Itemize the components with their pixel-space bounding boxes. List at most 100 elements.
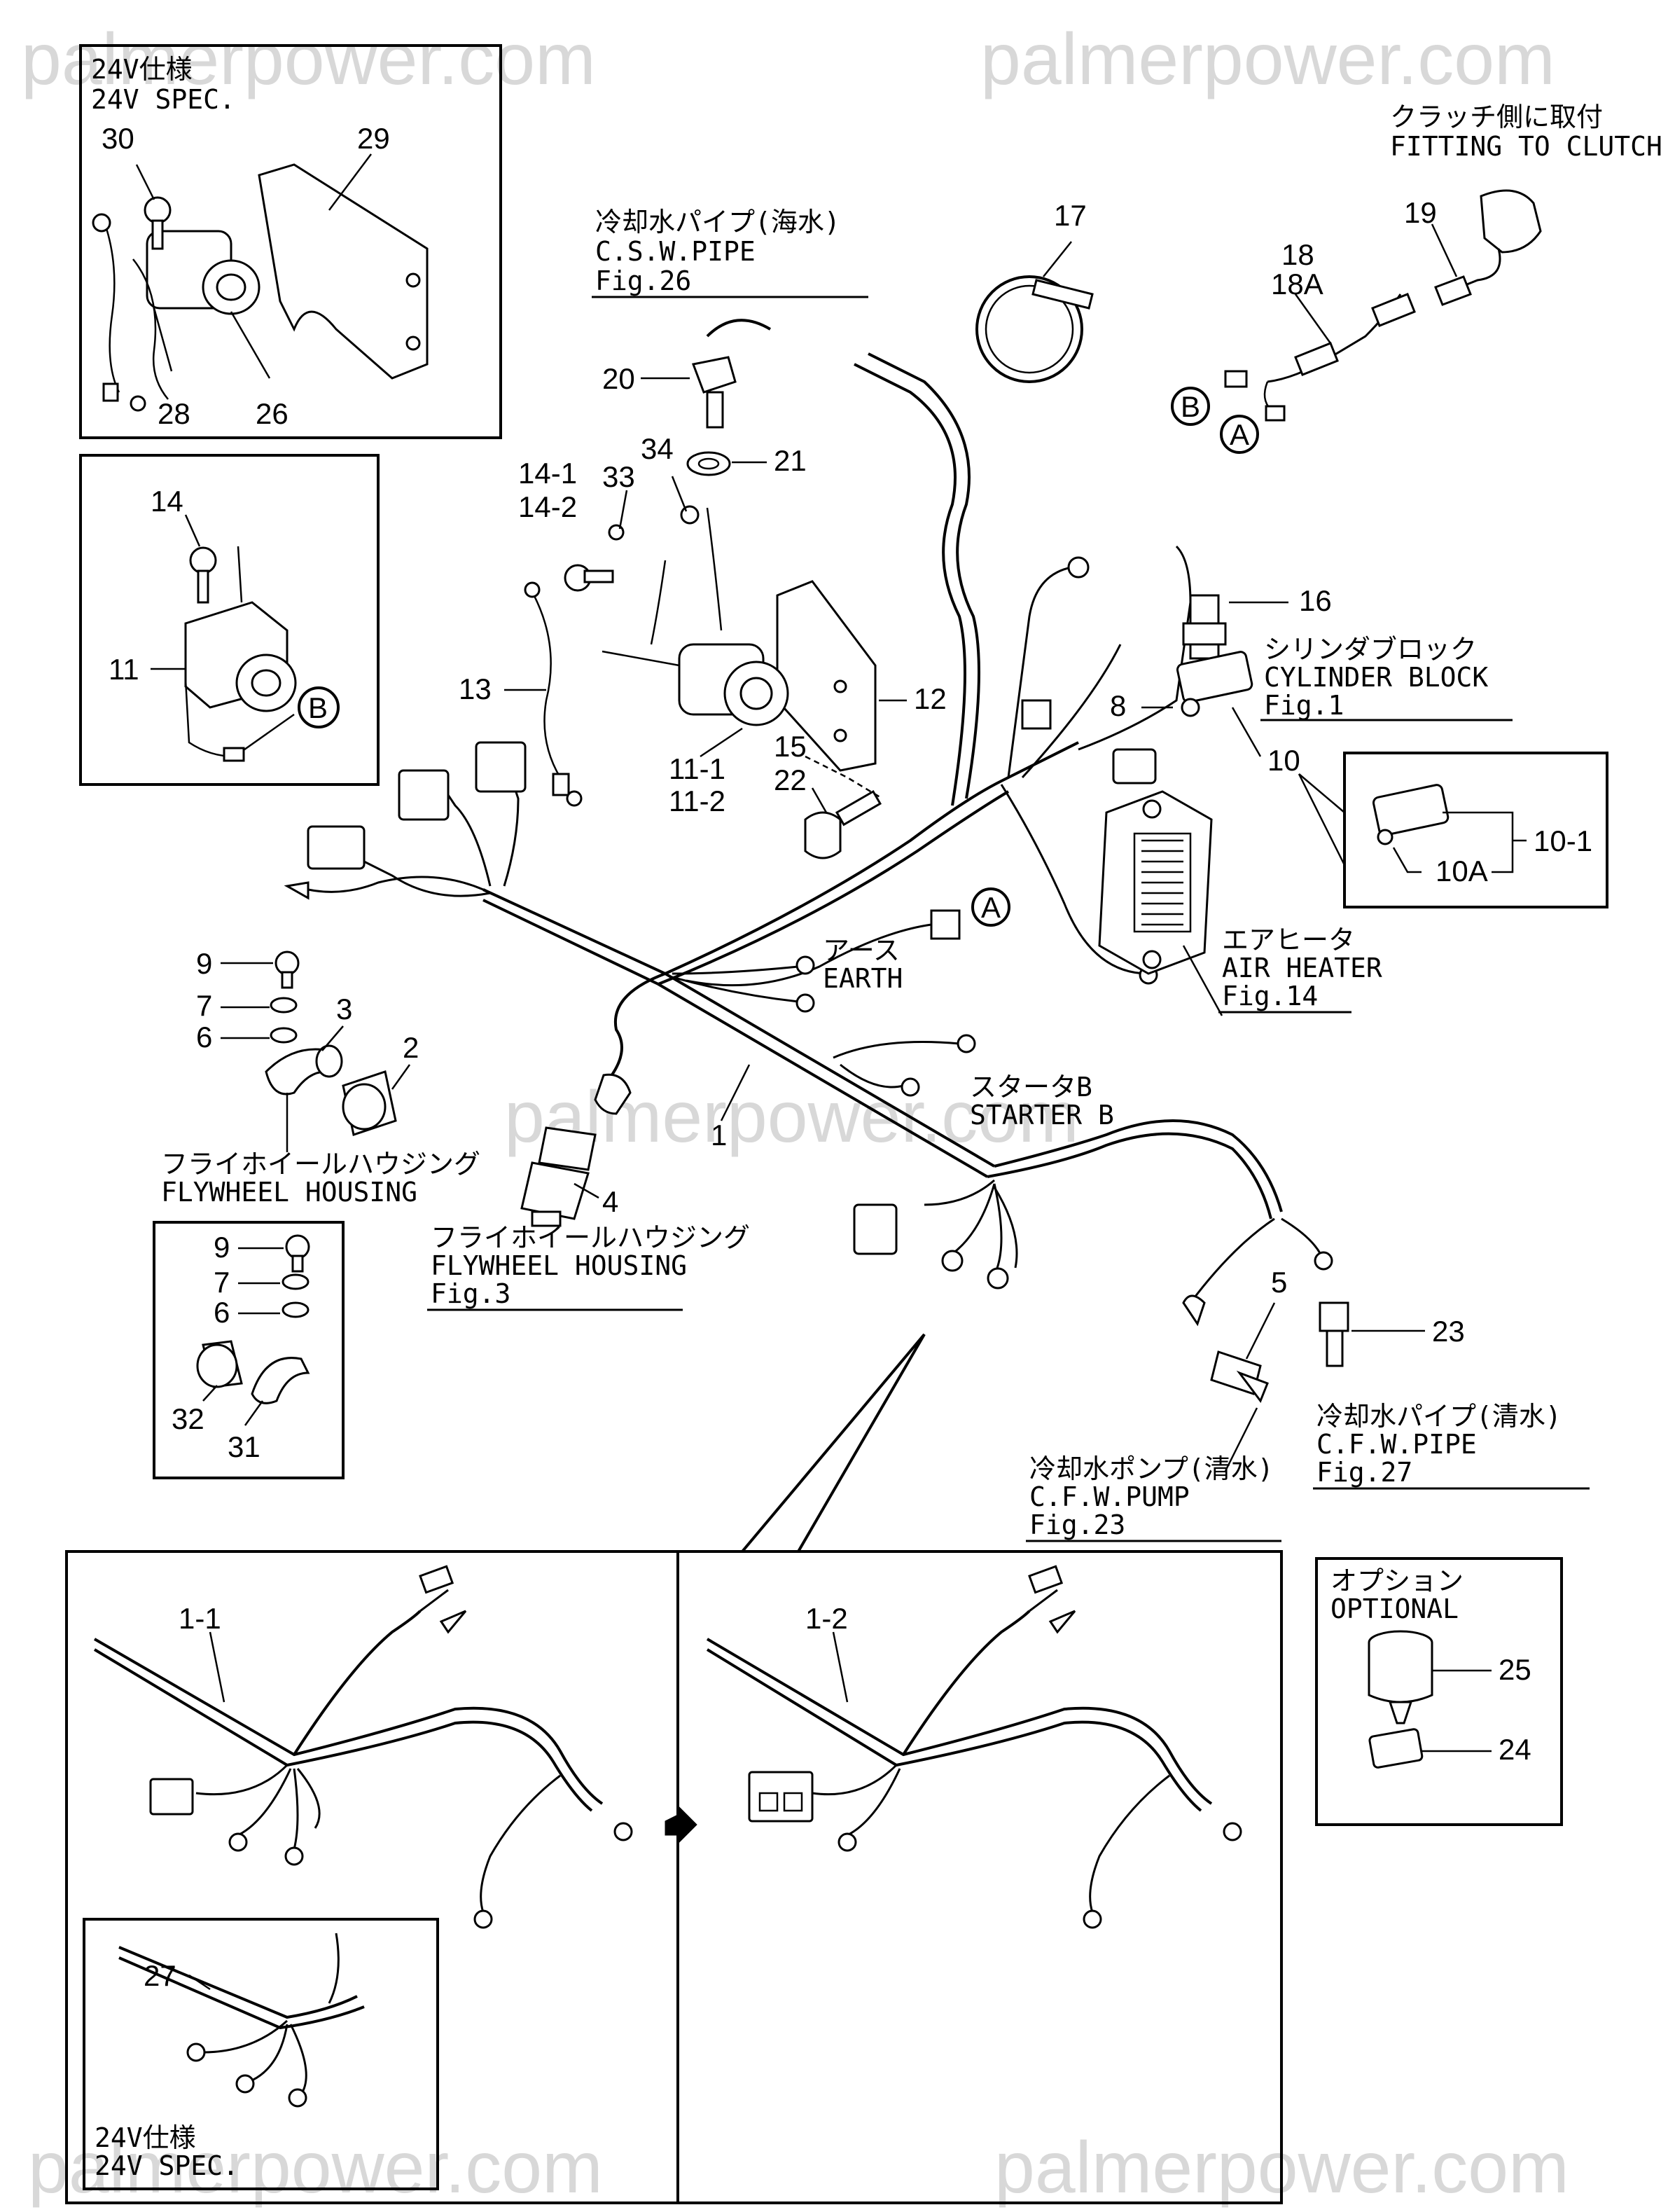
leader-14 — [184, 514, 201, 547]
clutch-en: FITTING TO CLUTCH — [1390, 131, 1662, 162]
inset-24v-title-en: 24V SPEC. — [91, 84, 235, 115]
leader-33 — [618, 490, 628, 530]
callout-7b: 7 — [214, 1266, 230, 1299]
callout-6: 6 — [196, 1021, 212, 1053]
inset-optional: オプション OPTIONAL 25 24 — [1315, 1557, 1563, 1826]
leader-10 — [1231, 707, 1262, 757]
earth-jp: アース — [823, 935, 900, 966]
callout-4: 4 — [602, 1185, 618, 1218]
flywheel-housing-en: FLYWHEEL HOUSING — [161, 1177, 417, 1208]
cfw-pipe-fig: Fig.27 — [1316, 1457, 1412, 1488]
csw-pipe-fig: Fig.26 — [595, 265, 691, 296]
leader-34 — [671, 476, 688, 512]
callout-24: 24 — [1499, 1733, 1531, 1766]
inset-clamp-31: 9 7 6 32 31 — [153, 1221, 345, 1479]
leader-5 — [1245, 1302, 1276, 1360]
leader-1 — [720, 1064, 751, 1121]
cfw-pump-fig: Fig.23 — [1029, 1509, 1125, 1540]
csw-pipe-label: 冷却水パイプ(海水) C.S.W.PIPE Fig.26 — [592, 207, 868, 298]
leader-32 — [202, 1385, 218, 1402]
callout-29: 29 — [357, 122, 390, 155]
callout-11: 11 — [109, 653, 139, 686]
marker-a-text: A — [1230, 418, 1249, 451]
callout-18a: 18A — [1271, 268, 1323, 300]
sensor-4: 4 フライホイールハウジング FLYWHEEL HOUSING Fig.3 — [427, 1073, 750, 1311]
leader-28 — [153, 307, 173, 372]
callout-26: 26 — [256, 397, 289, 430]
leader-27 — [188, 1974, 211, 1991]
callout-16: 16 — [1299, 584, 1332, 617]
starter-jp: スタータB — [970, 1072, 1092, 1102]
leader-11-1 — [700, 727, 743, 758]
leader-22 — [811, 787, 828, 813]
inset-24v-title-jp: 24V仕様 — [91, 54, 193, 85]
callout-31: 31 — [228, 1430, 260, 1463]
callout-6b: 6 — [214, 1296, 230, 1329]
clamp-17: 17 — [975, 199, 1094, 383]
air-heater-fig: Fig.14 — [1222, 981, 1318, 1011]
callout-1: 1 — [711, 1119, 727, 1152]
clutch-sensor-19: 19 18 18A B A — [1171, 189, 1542, 454]
callout-14: 14 — [151, 485, 183, 518]
pipe-sensor-20: 20 21 — [602, 356, 807, 477]
marker-a-harness-text: A — [981, 891, 1001, 924]
air-heater-jp: エアヒータ — [1222, 925, 1355, 955]
callout-12: 12 — [914, 682, 947, 715]
callout-1-1: 1-1 — [179, 1602, 221, 1635]
cylinder-block-en: CYLINDER BLOCK — [1264, 662, 1488, 693]
leader-31 — [244, 1400, 264, 1426]
callout-33: 33 — [602, 460, 635, 493]
cylinder-block-jp: シリンダブロック — [1264, 634, 1477, 665]
csw-pipe-jp: 冷却水パイプ(海水) — [595, 207, 840, 237]
air-heater: エアヒータ AIR HEATER Fig.14 — [1098, 790, 1382, 1016]
callout-14-2: 14-2 — [518, 490, 577, 523]
earth-label: アース EARTH A — [823, 887, 1010, 994]
watermark-bottom-left: palmerpower.com — [28, 2127, 603, 2208]
leader-30 — [135, 164, 155, 200]
watermark-top-right: palmerpower.com — [980, 19, 1555, 100]
marker-a-harness — [971, 887, 1010, 927]
callout-15: 15 — [774, 730, 807, 763]
cfw-pump-en: C.F.W.PUMP — [1029, 1481, 1190, 1512]
callout-11-1: 11-1 — [669, 752, 725, 785]
main-harness-1: 1 — [284, 319, 1325, 1304]
marker-b-relay-text: B — [308, 691, 328, 724]
callout-28: 28 — [158, 397, 190, 430]
leader-18 — [1294, 293, 1332, 344]
callout-22: 22 — [774, 763, 807, 796]
marker-a — [1220, 415, 1259, 454]
leader-3 — [321, 1025, 344, 1051]
callout-10-1: 10-1 — [1534, 824, 1592, 857]
leader-1-1 — [209, 1631, 225, 1703]
water-sensors: 5 23 冷却水パイプ(清水) C.F.W.PIPE Fig.27 冷却水ポンプ… — [1026, 1251, 1590, 1542]
marker-b-text: B — [1181, 390, 1200, 423]
inset-10-1: 10-1 10A — [1298, 752, 1608, 908]
earth-en: EARTH — [823, 963, 903, 994]
callout-13: 13 — [459, 672, 492, 705]
callout-21: 21 — [774, 444, 807, 477]
inset-24v-b-jp: 24V仕様 — [95, 2122, 196, 2153]
relay-assembly-11-1: 12 13 14-1 14-2 33 34 11-1 11-2 15 22 — [459, 432, 947, 859]
callout-10a: 10A — [1436, 855, 1488, 887]
leader-26 — [230, 311, 271, 379]
callout-5: 5 — [1271, 1266, 1287, 1299]
callout-7: 7 — [196, 989, 212, 1022]
callout-1-2: 1-2 — [805, 1602, 848, 1635]
callout-23: 23 — [1432, 1315, 1465, 1348]
inset-24v-b-en: 24V SPEC. — [95, 2150, 239, 2181]
cfw-pump-jp: 冷却水ポンプ(清水) — [1029, 1453, 1274, 1484]
callout-9: 9 — [196, 947, 212, 980]
callout-3: 3 — [336, 993, 352, 1025]
callout-25: 25 — [1499, 1653, 1531, 1686]
callout-18: 18 — [1281, 238, 1314, 271]
callout-11-2: 11-2 — [669, 784, 725, 817]
inset-24v-spec-27: 27 24V仕様 24V SPEC. — [83, 1918, 439, 2190]
oil-pressure-switch-16: 16 8 10 シリンダブロック CYLINDER BLOCK Fig.1 — [1110, 584, 1513, 777]
leader-1-2 — [832, 1631, 849, 1703]
inset-relay: 14 11 B — [79, 454, 380, 786]
optional-jp: オプション — [1330, 1565, 1464, 1596]
callout-9b: 9 — [214, 1231, 230, 1264]
callout-34: 34 — [641, 432, 674, 465]
starter-en: STARTER B — [970, 1100, 1114, 1131]
